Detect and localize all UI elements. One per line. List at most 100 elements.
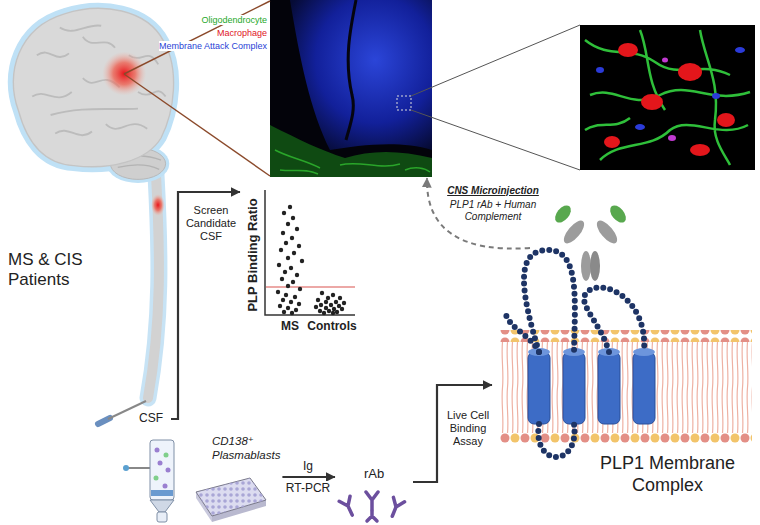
step-label-holder: RT-PCR: [278, 481, 338, 495]
mac-deposit: [735, 47, 745, 53]
data-point: [288, 205, 292, 209]
antibody-icon: [366, 492, 378, 510]
zoom-line: [411, 25, 580, 96]
threshold-line: [266, 286, 355, 287]
data-point: [316, 298, 320, 302]
data-point: [322, 311, 326, 315]
cell-label-holder: CD138⁺ Plasmablasts: [212, 434, 282, 462]
helix: [633, 352, 655, 424]
data-point: [284, 241, 288, 245]
leader-line: [124, 1, 270, 74]
data-point: [324, 300, 328, 304]
data-point: [277, 263, 281, 267]
step-label-holder: Live Cell Binding Assay: [442, 409, 494, 448]
data-point: [286, 284, 290, 288]
mac-deposit: [662, 58, 668, 63]
tissue-fissure: [346, 0, 356, 140]
bead: [166, 468, 171, 473]
membrane-complex: PLP1 Membrane Complex: [492, 248, 755, 510]
step-note: PLP1 rAb + Human Complement: [450, 199, 536, 222]
complex-label: PLP1 Membrane Complex: [600, 453, 735, 495]
collection-tube: [157, 512, 167, 522]
antibody-label-holder: rAb: [335, 466, 413, 482]
step-label-holder: Screen Candidate CSF: [183, 204, 239, 243]
peptide-loop: [584, 288, 644, 352]
data-point: [291, 216, 295, 220]
group-label: MS: [281, 319, 299, 333]
data-point: [286, 222, 290, 226]
data-point: [331, 293, 335, 297]
helix-top: [633, 348, 655, 356]
antibody-fc: [581, 251, 591, 281]
antibody-label: rAb: [364, 466, 384, 481]
data-point: [326, 296, 330, 300]
stain-label: Membrane Attack Complex: [159, 41, 267, 51]
well-plate: [196, 478, 266, 522]
data-point: [300, 259, 304, 263]
macrophage: [690, 144, 710, 156]
flow-arrow: [413, 385, 492, 482]
step-note-holder: PLP1 rAb + Human Complement: [442, 199, 544, 223]
chart-axis: [265, 190, 355, 315]
data-point: [342, 301, 346, 305]
oligo-fibres: [275, 150, 430, 174]
data-point: [319, 303, 323, 307]
cell-label: CD138⁺ Plasmablasts: [212, 435, 280, 461]
group-label: Controls: [307, 319, 356, 333]
bead: [158, 461, 163, 466]
bilayer-tails: [500, 342, 752, 433]
flow-arrow: [171, 192, 240, 419]
mac-stain: [290, 0, 432, 150]
stain-label-holder: Oligodendrocyte: [130, 15, 267, 26]
antibody-fc: [590, 251, 600, 281]
data-point: [297, 244, 301, 248]
sorting-column: [123, 440, 174, 522]
data-point: [284, 293, 288, 297]
data-point: [320, 291, 324, 295]
macrophage: [641, 94, 663, 110]
axis-title: PLP Binding Ratio: [244, 198, 259, 311]
column-tip: [150, 500, 174, 512]
antibody-tip: [552, 202, 574, 225]
data-point: [327, 309, 331, 313]
plate-top: [196, 478, 266, 516]
leader-line: [124, 74, 270, 176]
data-point: [289, 300, 293, 304]
column-body: [150, 440, 174, 500]
data-point: [280, 277, 284, 281]
plate-wells: [196, 478, 266, 516]
column-port: [128, 467, 150, 469]
data-point: [286, 306, 290, 310]
helix: [528, 352, 550, 424]
cohort-label-holder: MS & CIS Patients: [8, 250, 100, 290]
group-label-holder: MS: [270, 319, 310, 333]
csf-sample: CSF: [137, 410, 171, 428]
oligo-stain: [270, 125, 432, 177]
macrophage: [717, 113, 735, 127]
cord-lesion: [151, 194, 165, 216]
data-point: [291, 280, 295, 284]
macrophage: [604, 136, 620, 148]
micrograph: [270, 0, 432, 177]
data-point: [292, 251, 296, 255]
data-point: [276, 290, 280, 294]
data-point: [297, 302, 301, 306]
macrophage: [618, 43, 638, 57]
spinal-cord: [148, 175, 165, 398]
data-point: [290, 311, 294, 315]
data-point: [279, 248, 283, 252]
data-point: [293, 295, 297, 299]
bead: [154, 476, 159, 481]
binding-chart: PLP Binding RatioMS Controls: [240, 180, 362, 335]
data-point: [281, 298, 285, 302]
step-label: Screen Candidate CSF: [186, 204, 236, 242]
plasmablast-sort: CD138⁺ Plasmablasts: [190, 432, 282, 523]
peptide-loop: [538, 424, 574, 457]
mac-deposit: [596, 67, 604, 73]
group-label-holder: Controls: [302, 319, 362, 333]
helix: [563, 352, 585, 424]
stain-label-holder: Membrane Attack Complex: [130, 41, 267, 52]
